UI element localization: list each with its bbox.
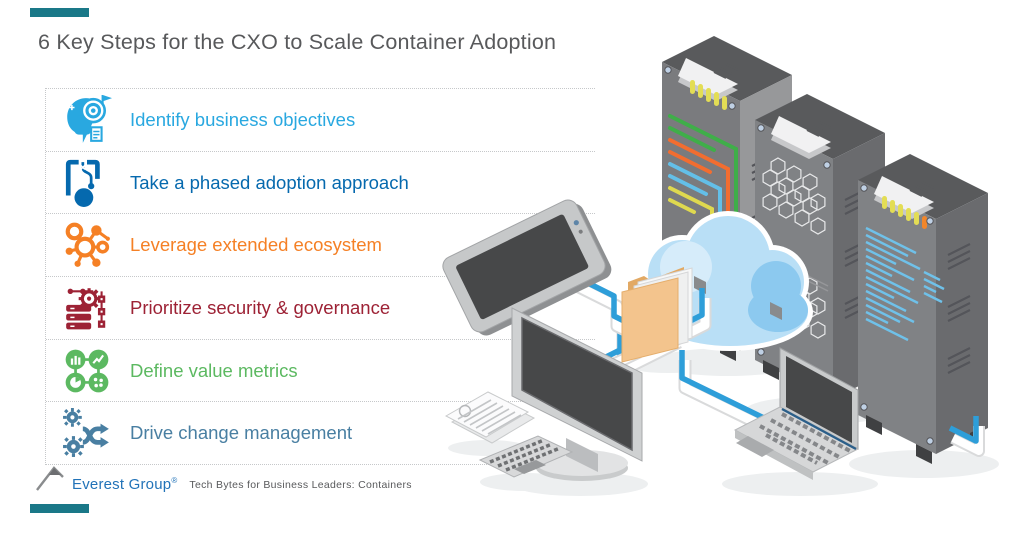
step-label: Define value metrics (130, 359, 298, 381)
metrics-circles-icon (60, 344, 114, 398)
step-row-4: Prioritize security & governance (46, 277, 595, 340)
smartphone (442, 199, 612, 336)
folder (621, 267, 693, 363)
mountain-logo-icon (36, 466, 64, 491)
documents (444, 391, 536, 444)
gears-arrows-icon (60, 406, 114, 460)
server-tower-3 (858, 154, 988, 464)
head-target-icon (60, 93, 114, 147)
monitor (511, 307, 643, 481)
network-cable (948, 416, 985, 457)
step-label: Identify business objectives (130, 108, 356, 130)
phased-path-icon (60, 156, 114, 210)
step-label: Leverage extended ecosystem (130, 234, 382, 256)
step-row-5: Define value metrics (46, 340, 595, 403)
registered-mark: ® (171, 476, 178, 485)
step-label: Prioritize security & governance (130, 296, 391, 318)
footer-logo: Everest Group® Tech Bytes for Business L… (36, 460, 412, 492)
step-row-2: Take a phased adoption approach (46, 152, 595, 215)
brand-name: Everest Group® (72, 476, 178, 493)
step-row-1: Identify business objectives (46, 89, 595, 152)
step-row-3: Leverage extended ecosystem (46, 214, 595, 278)
step-row-6: Drive change management (46, 402, 595, 464)
network-molecule-icon (60, 218, 114, 272)
page-title: 6 Key Steps for the CXO to Scale Contain… (38, 30, 557, 54)
laptop (733, 347, 860, 480)
step-label: Take a phased adoption approach (130, 171, 409, 193)
keyboard (478, 435, 574, 478)
footer-tagline: Tech Bytes for Business Leaders: Contain… (189, 478, 412, 491)
network-illustration (442, 36, 999, 496)
server-gear-icon (60, 281, 114, 335)
bottom-accent-bar (30, 504, 89, 513)
step-label: Drive change management (130, 422, 353, 444)
steps-panel: Identify business objectives Take a phas… (45, 88, 595, 465)
top-accent-bar (30, 8, 89, 17)
